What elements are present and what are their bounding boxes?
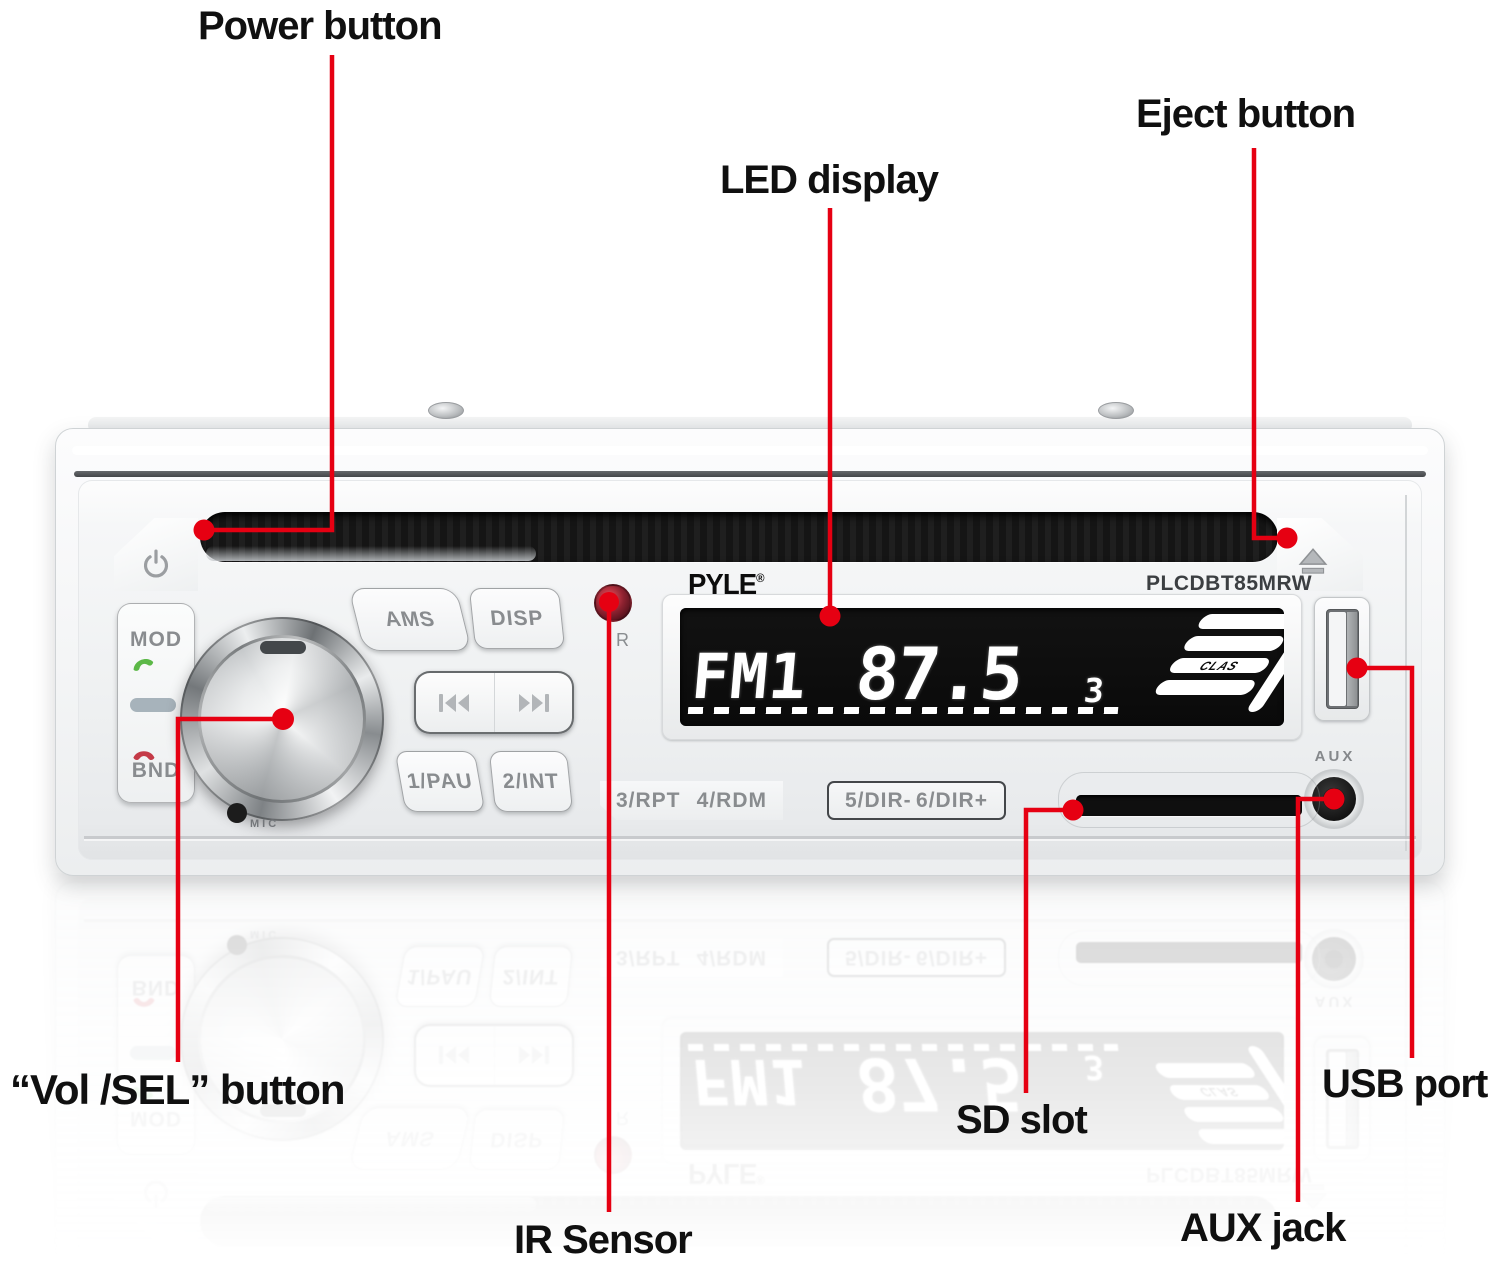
eject-icon — [1298, 547, 1328, 574]
clas-logo-text-bar: CLAS — [1166, 658, 1273, 673]
label-led-display: LED display — [720, 158, 939, 202]
clas-logo: CLAS — [1128, 612, 1284, 714]
mod-button[interactable]: MOD — [130, 628, 182, 651]
faceplate-seam — [74, 471, 1426, 477]
label-eject-button: Eject button — [1136, 92, 1356, 136]
dir-button-plate: 5/DIR- 6/DIR+ — [827, 781, 1006, 820]
volume-knob-notch — [260, 641, 306, 654]
aux-jack-hole — [1323, 788, 1345, 810]
label-ir-sensor: IR Sensor — [514, 1218, 693, 1262]
disp-button[interactable]: DISP — [468, 588, 566, 649]
ams-button[interactable]: AMS — [348, 588, 472, 651]
pause-button-label: 1/PAU — [405, 769, 475, 793]
ir-sensor — [594, 584, 632, 622]
call-answer-icon — [133, 659, 154, 671]
clas-logo-bar — [1195, 614, 1284, 629]
top-screw-right — [1098, 402, 1134, 419]
label-aux-jack: AUX jack — [1180, 1206, 1346, 1250]
cd-slot-ramp — [206, 546, 536, 561]
stereo-unit: MOD BND MIC AMS DISP — [55, 402, 1445, 876]
faceplate-bottom-seam — [84, 836, 1416, 839]
display-dashed-line — [687, 707, 1119, 714]
dir-plus-button[interactable]: 6/DIR+ — [916, 788, 988, 812]
next-track-icon — [519, 693, 550, 712]
ams-button-label: AMS — [382, 607, 438, 631]
label-vol-sel-button: “Vol /SEL” button — [10, 1066, 346, 1113]
usb-port-shell — [1347, 612, 1357, 706]
faceplate-edge-line — [1405, 495, 1407, 851]
sd-slot — [1076, 795, 1302, 816]
repeat-button[interactable]: 3/RPT — [616, 788, 681, 812]
label-power-button: Power button — [198, 4, 443, 48]
label-usb-port: USB port — [1322, 1062, 1488, 1106]
ir-sensor-label: R — [616, 630, 629, 650]
brand-registered-mark: ® — [756, 571, 764, 585]
next-track-button[interactable] — [493, 673, 573, 732]
volume-knob-shine — [198, 635, 366, 803]
label-sd-slot: SD slot — [956, 1098, 1088, 1142]
random-button[interactable]: 4/RDM — [696, 788, 767, 812]
aux-label: AUX — [1314, 748, 1356, 765]
faceplate-bottom-seam-highlight — [84, 839, 1416, 841]
rpt-rdm-button-plate: 3/RPT 4/RDM — [600, 781, 783, 820]
previous-track-button[interactable] — [416, 673, 494, 732]
clas-logo-bar — [1180, 636, 1284, 651]
model-number: PLCDBT85MRW — [1146, 572, 1313, 595]
mic-label: MIC — [250, 818, 280, 830]
display-frequency: 87.5 — [852, 632, 1026, 716]
clas-logo-bar — [1152, 680, 1259, 695]
disp-button-label: DISP — [489, 606, 545, 630]
mod-bnd-divider — [130, 698, 176, 712]
top-screw-left — [428, 402, 464, 419]
display-preset-number: 3 — [1082, 671, 1106, 710]
pause-button[interactable]: 1/PAU — [394, 751, 486, 812]
usb-port-tongue — [1329, 612, 1346, 706]
previous-track-icon — [438, 693, 469, 712]
call-end-icon — [133, 751, 155, 761]
case-highlight — [72, 446, 1428, 455]
intro-button[interactable]: 2/INT — [488, 751, 574, 812]
power-icon — [143, 548, 169, 578]
dir-minus-button[interactable]: 5/DIR- — [845, 788, 912, 812]
track-skip-buttons — [414, 671, 574, 734]
led-display: FM1 87.5 3 CLAS — [680, 608, 1284, 726]
display-band: FM1 — [688, 640, 811, 713]
microphone-hole — [227, 803, 247, 823]
intro-button-label: 2/INT — [501, 769, 561, 793]
bnd-button[interactable]: BND — [131, 759, 181, 782]
